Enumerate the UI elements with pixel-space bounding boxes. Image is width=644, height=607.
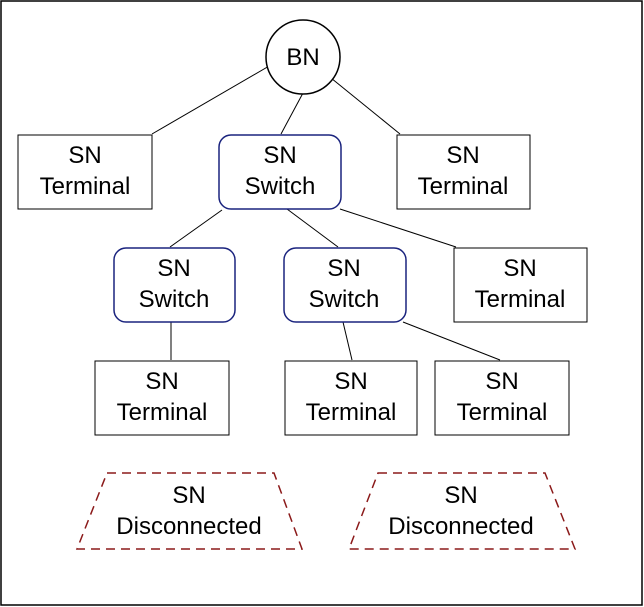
edge-bn-s1 xyxy=(280,92,304,135)
terminal-box xyxy=(284,360,418,436)
disconnected-label-line1: SN xyxy=(172,482,205,509)
terminal-label-line2: Terminal xyxy=(475,286,566,313)
terminal-box xyxy=(453,247,588,323)
disconnected-trapezoid xyxy=(347,472,577,550)
connectors xyxy=(151,61,501,361)
terminal-label-line1: SN xyxy=(68,142,101,169)
terminal-node-6: SN Terminal xyxy=(434,360,570,436)
disconnected-trapezoid xyxy=(75,472,304,550)
switch-node-1: SN Switch xyxy=(218,134,342,210)
switch-node-2: SN Switch xyxy=(113,247,236,323)
edge-s1-s2 xyxy=(169,209,223,248)
terminal-label-line1: SN xyxy=(503,255,536,282)
terminal-node-3: SN Terminal xyxy=(453,247,588,323)
switch-label-line2: Switch xyxy=(139,286,210,313)
switch-node-3: SN Switch xyxy=(283,247,407,323)
switch-label-line1: SN xyxy=(157,255,190,282)
terminal-node-5: SN Terminal xyxy=(284,360,418,436)
bn-node: BN xyxy=(265,19,341,95)
edge-s1-s3 xyxy=(286,208,339,248)
terminal-box xyxy=(17,134,153,210)
terminal-node-2: SN Terminal xyxy=(396,134,531,210)
terminal-label-line2: Terminal xyxy=(418,173,509,200)
terminal-label-line1: SN xyxy=(485,368,518,395)
terminal-box xyxy=(396,134,531,210)
terminal-node-1: SN Terminal xyxy=(17,134,153,210)
edge-bn-t2 xyxy=(330,77,401,135)
edge-bn-t1 xyxy=(151,61,277,135)
edge-s1-t3 xyxy=(339,208,457,248)
edge-s3-t5 xyxy=(342,321,353,361)
switch-label-line1: SN xyxy=(263,142,296,169)
switch-box xyxy=(218,134,342,210)
disconnected-label-line2: Disconnected xyxy=(116,513,261,540)
terminal-label-line2: Terminal xyxy=(306,399,397,426)
disconnected-label-line2: Disconnected xyxy=(388,513,533,540)
terminal-label-line1: SN xyxy=(334,368,367,395)
disconnected-node-2: SN Disconnected xyxy=(347,472,577,550)
terminal-label-line1: SN xyxy=(145,368,178,395)
disconnected-label-line1: SN xyxy=(444,482,477,509)
disconnected-node-1: SN Disconnected xyxy=(75,472,304,550)
bn-label: BN xyxy=(286,44,319,71)
terminal-label-line2: Terminal xyxy=(40,173,131,200)
terminal-box xyxy=(94,360,230,436)
switch-box xyxy=(283,247,407,323)
terminal-label-line2: Terminal xyxy=(117,399,208,426)
terminal-node-4: SN Terminal xyxy=(94,360,230,436)
switch-label-line2: Switch xyxy=(309,286,380,313)
terminal-label-line1: SN xyxy=(446,142,479,169)
switch-box xyxy=(113,247,236,323)
switch-label-line1: SN xyxy=(327,255,360,282)
bn-circle xyxy=(265,19,341,95)
switch-label-line2: Switch xyxy=(245,173,316,200)
edge-s3-t6 xyxy=(402,321,501,361)
terminal-label-line2: Terminal xyxy=(457,399,548,426)
terminal-box xyxy=(434,360,570,436)
